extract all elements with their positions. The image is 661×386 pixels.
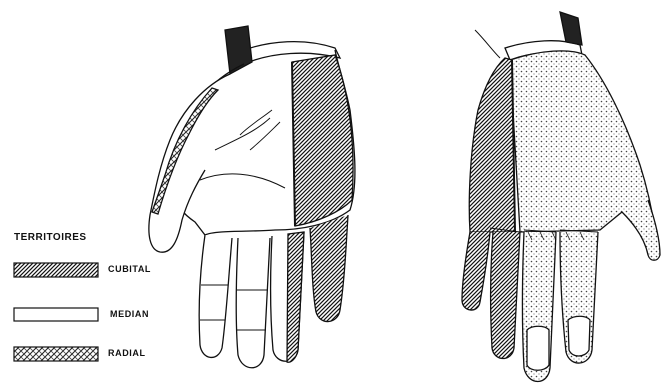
- legend: [14, 263, 98, 361]
- legend-label-median: MEDIAN: [110, 309, 149, 319]
- dorsal-wrist-cuff: [560, 12, 582, 45]
- palmar-index-finger: [199, 235, 232, 357]
- dorsal-cubital-zone: [469, 58, 515, 232]
- palmar-little-finger: [310, 215, 348, 322]
- legend-label-cubital: CUBITAL: [108, 264, 151, 274]
- palmar-hand-drawing: [149, 26, 355, 368]
- dorsal-ring-finger: [491, 232, 520, 359]
- dorsal-little-finger: [462, 232, 490, 310]
- legend-title: TERRITOIRES: [14, 232, 87, 243]
- dorsal-hand-drawing: [462, 12, 660, 382]
- palmar-thumb: [149, 74, 230, 252]
- legend-swatch-cubital: [14, 263, 98, 277]
- legend-swatch-median: [14, 308, 98, 321]
- legend-label-radial: RADIAL: [108, 348, 146, 358]
- palmar-middle-finger: [236, 238, 270, 368]
- palmar-cubital-zone: [292, 55, 353, 226]
- legend-swatch-radial: [14, 347, 98, 361]
